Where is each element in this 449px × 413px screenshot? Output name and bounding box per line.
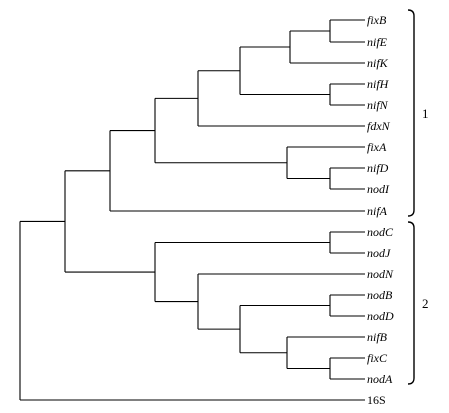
leaf-label-nifk: nifK — [367, 56, 389, 70]
leaf-label-nodn: nodN — [367, 267, 394, 281]
leaf-label-fixa: fixA — [367, 140, 387, 154]
group-label-1: 1 — [422, 106, 429, 121]
group-brackets: 12 — [407, 9, 429, 385]
leaf-label-noda: nodA — [367, 372, 393, 386]
leaf-label-nifa: nifA — [367, 204, 388, 218]
group-bracket-2 — [407, 221, 415, 385]
tree-branches — [19, 19, 365, 401]
leaf-label-16s: 16S — [367, 393, 386, 407]
leaf-label-fixc: fixC — [367, 351, 388, 365]
leaf-label-nifh: nifH — [367, 77, 390, 91]
leaf-label-nodd: nodD — [367, 309, 394, 323]
leaf-label-nodc: nodC — [367, 225, 394, 239]
leaf-label-fixb: fixB — [367, 13, 387, 27]
leaf-label-nifd: nifD — [367, 161, 389, 175]
leaf-label-nifn: nifN — [367, 98, 389, 112]
leaf-label-nodi: nodI — [367, 182, 390, 196]
leaf-label-fdxn: fdxN — [367, 119, 391, 133]
leaf-label-nifb: nifB — [367, 330, 388, 344]
leaf-label-nodb: nodB — [367, 288, 393, 302]
leaf-labels: fixB nifE nifK nifH nifN fdxN fixA nifD nodI nifA… — [367, 13, 394, 407]
group-label-2: 2 — [422, 296, 429, 311]
leaf-label-nife: nifE — [367, 35, 388, 49]
leaf-label-nodj: nodJ — [367, 246, 391, 260]
group-bracket-1 — [407, 9, 415, 217]
